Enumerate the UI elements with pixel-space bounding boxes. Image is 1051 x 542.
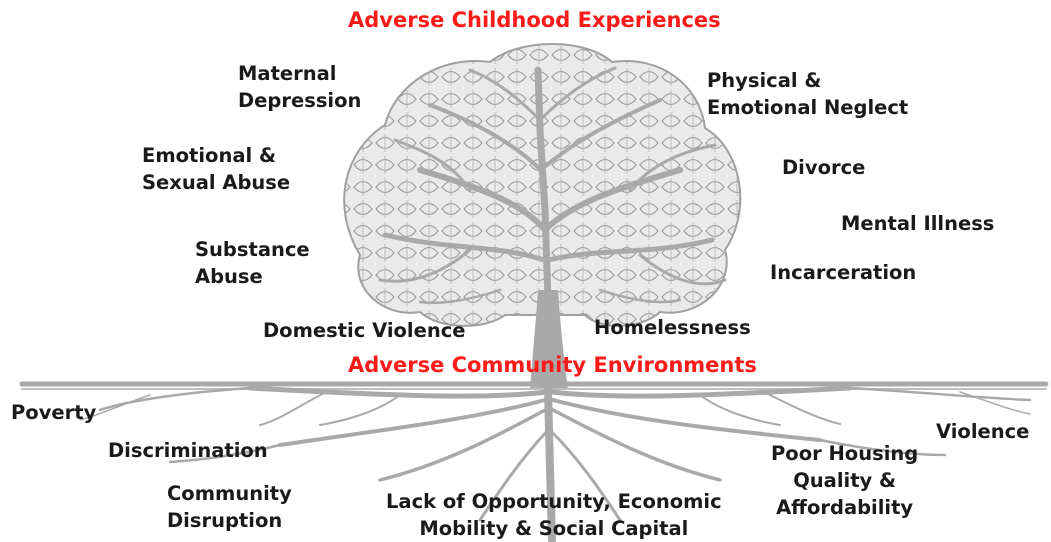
label-poverty: Poverty xyxy=(11,401,97,424)
label-line: Disruption xyxy=(167,509,283,532)
tree-branches xyxy=(378,66,727,305)
label-incarceration: Incarceration xyxy=(770,261,917,284)
label-line: Community xyxy=(167,482,292,505)
heading-adverse-childhood-experiences: Adverse Childhood Experiences xyxy=(348,8,721,32)
label-physical-emotional-neglect: Physical & Emotional Neglect xyxy=(707,67,908,121)
label-lack-of-opportunity: Lack of Opportunity, Economic Mobility &… xyxy=(386,488,722,542)
label-mental-illness: Mental Illness xyxy=(841,212,995,235)
label-divorce: Divorce xyxy=(782,156,866,179)
heading-adverse-community-environments: Adverse Community Environments xyxy=(348,353,757,377)
label-emotional-sexual-abuse: Emotional & Sexual Abuse xyxy=(142,142,290,196)
label-substance-abuse: Substance Abuse xyxy=(195,236,310,290)
label-discrimination: Discrimination xyxy=(108,439,268,462)
label-domestic-violence: Domestic Violence xyxy=(263,319,466,342)
label-line: Sexual Abuse xyxy=(142,171,291,194)
label-line: Maternal xyxy=(238,62,337,85)
label-line: Emotional & xyxy=(142,144,276,167)
label-homelessness: Homelessness xyxy=(594,316,751,339)
label-maternal-depression: Maternal Depression xyxy=(238,60,361,114)
label-line: Physical & xyxy=(707,69,822,92)
label-line: Quality & xyxy=(793,469,897,492)
label-line: Emotional Neglect xyxy=(707,96,909,119)
label-line: Mobility & Social Capital xyxy=(419,517,689,540)
label-violence: Violence xyxy=(936,420,1030,443)
label-line: Affordability xyxy=(776,496,914,519)
label-community-disruption: Community Disruption xyxy=(167,480,292,534)
label-line: Substance xyxy=(195,238,310,261)
label-poor-housing: Poor Housing Quality & Affordability xyxy=(771,440,918,521)
label-line: Depression xyxy=(238,89,362,112)
label-line: Lack of Opportunity, Economic xyxy=(386,490,722,513)
label-line: Poor Housing xyxy=(771,442,919,465)
ground-line xyxy=(19,381,1049,390)
tree-trunk xyxy=(530,290,568,390)
label-line: Abuse xyxy=(195,265,263,288)
tree-roots xyxy=(79,384,1032,542)
